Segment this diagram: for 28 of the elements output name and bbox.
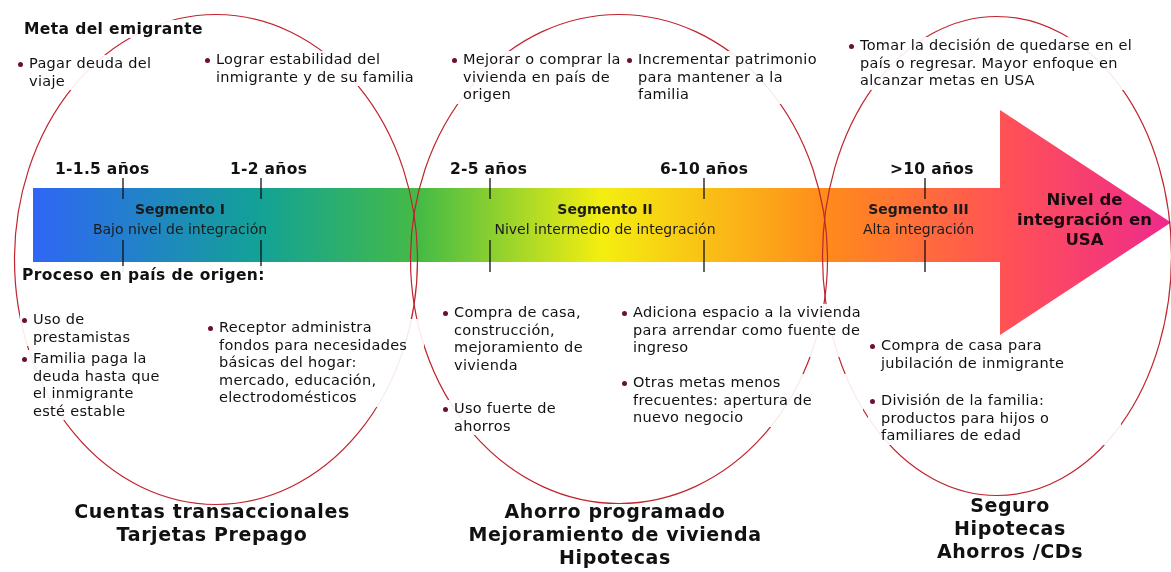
arrow-label: Nivel de integración en USA xyxy=(1016,190,1153,250)
segment-title: Segmento III xyxy=(867,200,970,218)
segment-title: Segmento I xyxy=(133,200,226,218)
product-label: Ahorro programado xyxy=(503,500,727,522)
segment-title: Segmento II xyxy=(556,200,654,218)
bullet-text: División de la familia: productos para hijos o familiares de edad xyxy=(868,392,1121,445)
time-label: 1-2 años xyxy=(230,160,309,178)
product-label: Cuentas transaccionales xyxy=(73,500,351,522)
bullet-text: Otras metas menos frecuentes: apertura de nuevo negocio xyxy=(620,374,863,427)
bullet-text: Lograr estabilidad del inmigrante y de su familia xyxy=(203,51,416,86)
time-label: 2-5 años xyxy=(450,160,529,178)
bullet-text: Receptor administra fondos para necesidades básicas del hogar: mercado, educación, electrodomésticos xyxy=(206,319,424,407)
product-label: Tarjetas Prepago xyxy=(115,523,309,545)
time-label: 6-10 años xyxy=(660,160,750,178)
bullet-text: Adiciona espacio a la vivienda para arrendar como fuente de ingreso xyxy=(620,304,863,357)
time-label: 1-1.5 años xyxy=(55,160,151,178)
product-label: Ahorros /CDs xyxy=(935,540,1085,562)
product-label: Hipotecas xyxy=(558,546,672,568)
segment-subtitle: Nivel intermedio de integración xyxy=(493,220,717,238)
bullet-text: Mejorar o comprar la vivienda en país de origen xyxy=(450,51,621,104)
segment-subtitle: Bajo nivel de integración xyxy=(91,220,269,238)
product-label: Mejoramiento de vivienda xyxy=(467,523,763,545)
section-heading: Meta del emigrante xyxy=(24,20,203,38)
product-label: Seguro xyxy=(969,494,1051,516)
product-label: Hipotecas xyxy=(953,517,1067,539)
segment-subtitle: Alta integración xyxy=(861,220,976,238)
section-heading: Proceso en país de origen: xyxy=(22,266,265,284)
time-label: >10 años xyxy=(890,160,975,178)
